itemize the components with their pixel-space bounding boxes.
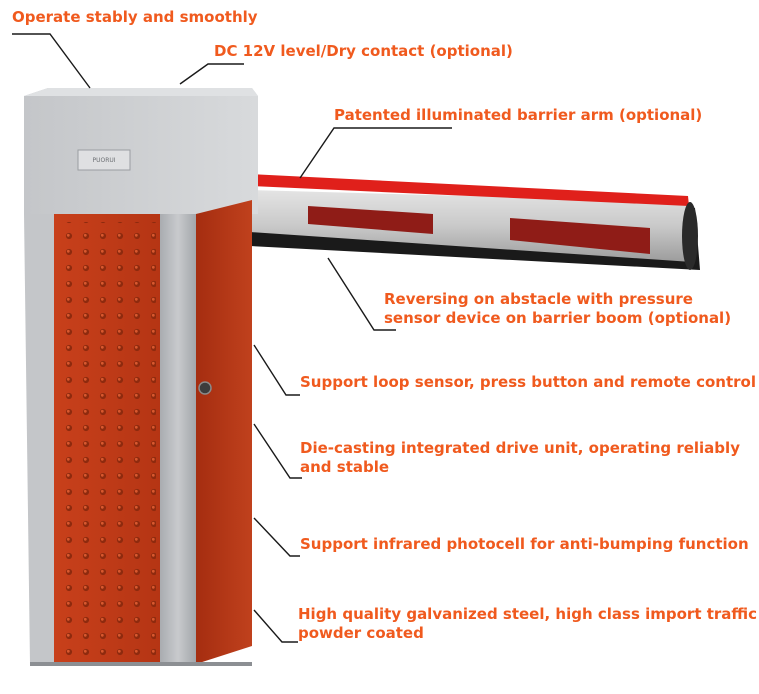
cabinet-base [30,662,252,666]
feature-label-diecast: Die-casting integrated drive unit, opera… [300,439,740,477]
feature-label-loop: Support loop sensor, press button and re… [300,373,756,391]
cabinet-left-edge [24,214,54,664]
feature-label-arm: Patented illuminated barrier arm (option… [334,106,703,124]
cabinet-mid-edge [160,214,196,664]
feature-label-steel-line1: High quality galvanized steel, high clas… [298,605,758,623]
arm-end-cap [682,202,698,270]
brand-plate-text: PUORUI [92,157,115,164]
leader-diecast [253,423,302,479]
feature-label-operate: Operate stably and smoothly [12,8,258,26]
leader-loop [253,344,300,396]
leader-steel [253,609,298,643]
vent-holes [58,222,156,656]
feature-label-photocell: Support infrared photocell for anti-bump… [300,535,749,553]
cabinet-top-face [24,88,258,96]
leader-reversing [327,257,396,331]
lock-icon [198,381,212,395]
cabinet: PUORUI [24,88,258,666]
leader-lines [12,33,452,643]
feature-label-diecast-line2: and stable [300,458,390,476]
arm-light-panel-1 [308,206,433,234]
brand-plate [77,149,131,171]
feature-label-steel-line2: powder coated [298,624,424,642]
cabinet-top-cover [24,88,258,214]
barrier-arm [250,174,700,270]
arm-red-top-strip [250,174,689,206]
feature-label-reversing: Reversing on abstacle with pressure sens… [384,290,731,328]
cabinet-side-panel [196,200,252,664]
leader-arm [299,127,452,179]
feature-label-reversing-line1: Reversing on abstacle with pressure [384,290,693,308]
feature-label-diecast-line1: Die-casting integrated drive unit, opera… [300,439,740,457]
feature-label-dc12v: DC 12V level/Dry contact (optional) [214,42,513,60]
feature-label-steel: High quality galvanized steel, high clas… [298,605,757,643]
leader-dc12v [179,63,244,85]
arm-light-panel-2 [510,218,650,254]
leader-photocell [253,517,300,557]
leader-operate [12,33,91,89]
feature-label-reversing-line2: sensor device on barrier boom (optional) [384,309,732,327]
